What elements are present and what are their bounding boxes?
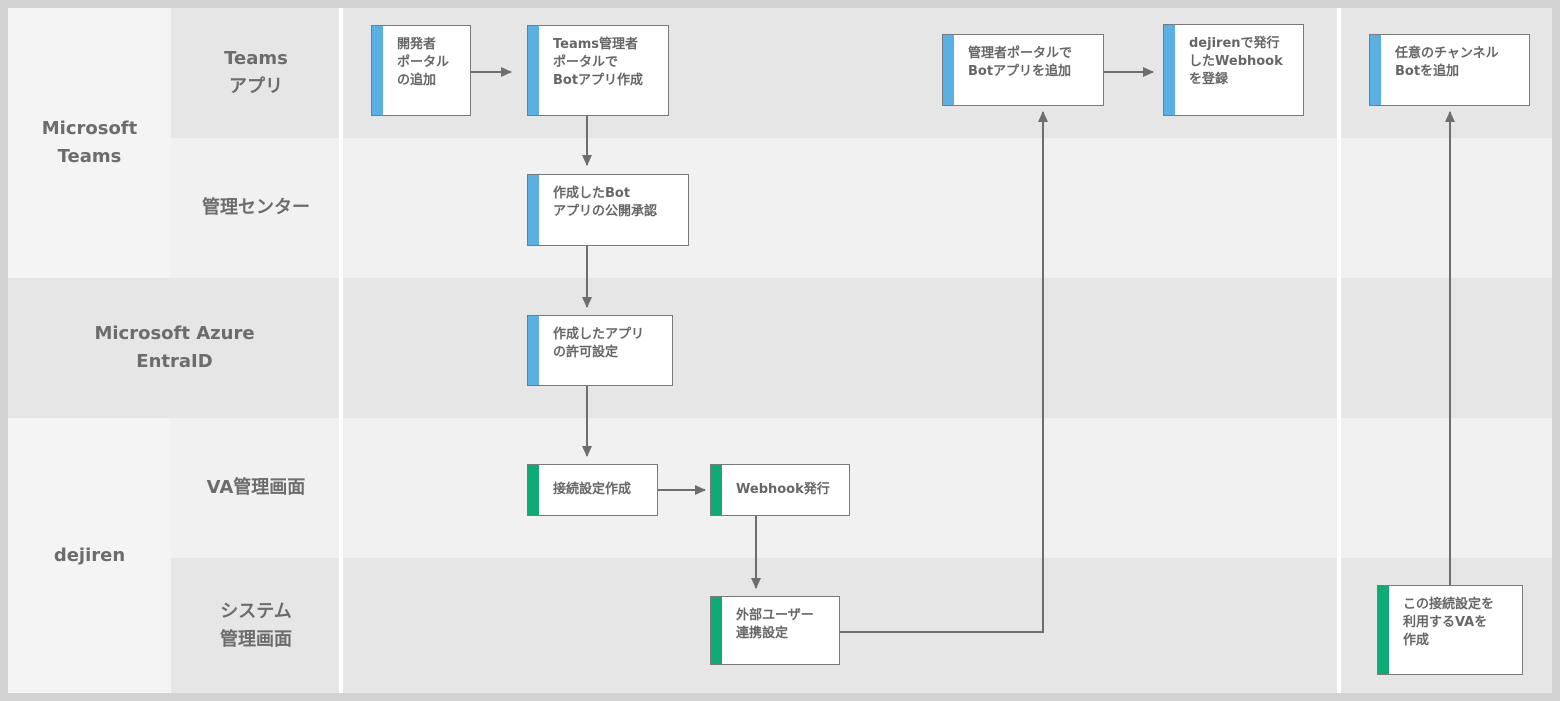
lane-label-microsoft-teams: Microsoft Teams <box>41 118 138 167</box>
va-admin-lane-header <box>171 418 341 558</box>
step-label: 外部ユーザー 連携設定 <box>736 608 814 641</box>
lane-label-va-admin: VA管理画面 <box>206 477 306 498</box>
teams-app-lane-header <box>171 8 341 138</box>
step-create-va: この接続設定を 利用するVAを 作成 <box>1377 585 1523 675</box>
step-permission: 作成したアプリ の許可設定 <box>527 315 673 386</box>
step-color-bar <box>528 175 539 245</box>
step-color-bar <box>372 26 383 115</box>
step-color-bar <box>528 465 539 515</box>
lane-label-system-admin: システム 管理画面 <box>220 600 292 650</box>
step-connection: 接続設定作成 <box>527 464 658 516</box>
step-webhook: Webhook発行 <box>710 464 850 516</box>
step-label: 接続設定作成 <box>553 482 632 497</box>
step-dev-portal: 開発者 ポータル の追加 <box>371 25 471 116</box>
step-color-bar <box>1378 586 1389 674</box>
divider-right <box>1337 8 1341 693</box>
step-color-bar <box>1164 25 1175 115</box>
lane-system-admin <box>341 558 1552 693</box>
step-register-webhook: dejirenで発行 したWebhook を登録 <box>1163 24 1304 116</box>
lane-label-azure-entraid: Microsoft Azure EntraID <box>94 323 255 372</box>
divider-left <box>339 8 343 693</box>
step-label: Webhook発行 <box>736 482 830 497</box>
step-color-bar <box>528 26 539 115</box>
step-color-bar <box>711 465 722 515</box>
step-color-bar <box>943 35 954 105</box>
step-publish-approval: 作成したBot アプリの公開承認 <box>527 174 689 246</box>
step-label: 作成したアプリ の許可設定 <box>553 327 645 360</box>
admin-center-lane-header <box>171 138 341 278</box>
arrow-external-to-addbot <box>840 111 1048 633</box>
step-label: 作成したBot アプリの公開承認 <box>553 186 658 219</box>
step-color-bar <box>528 316 539 385</box>
lane-label-admin-center: 管理センター <box>202 197 310 218</box>
step-label: Teams管理者 ポータルで Botアプリ作成 <box>553 37 644 88</box>
step-label: 管理者ポータルで Botアプリを追加 <box>968 46 1073 79</box>
step-external-user: 外部ユーザー 連携設定 <box>710 596 840 665</box>
step-color-bar <box>711 597 722 664</box>
step-add-bot-admin: 管理者ポータルで Botアプリを追加 <box>942 34 1104 106</box>
step-teams-admin-portal: Teams管理者 ポータルで Botアプリ作成 <box>527 25 669 116</box>
step-label: dejirenで発行 したWebhook を登録 <box>1189 36 1283 87</box>
step-add-to-channel: 任意のチャンネル Botを追加 <box>1369 34 1530 106</box>
system-admin-lane-header <box>171 558 341 693</box>
lane-label-dejiren: dejiren <box>53 544 126 566</box>
step-label: この接続設定を 利用するVAを 作成 <box>1403 597 1495 648</box>
step-label: 任意のチャンネル Botを追加 <box>1395 46 1499 79</box>
lane-label-teams-app: Teams アプリ <box>224 48 288 97</box>
step-color-bar <box>1370 35 1381 105</box>
step-label: 開発者 ポータル の追加 <box>397 37 450 88</box>
azure-group-band <box>8 278 341 418</box>
